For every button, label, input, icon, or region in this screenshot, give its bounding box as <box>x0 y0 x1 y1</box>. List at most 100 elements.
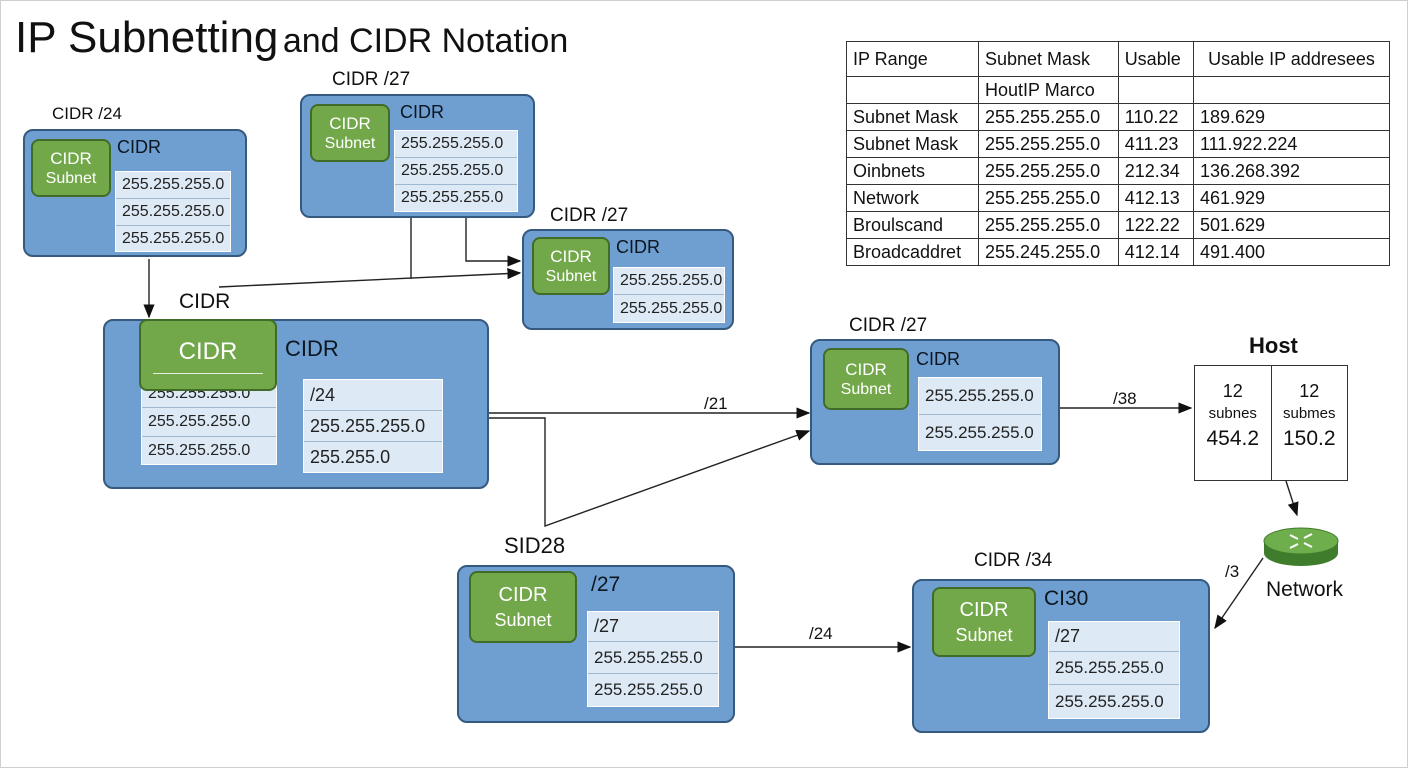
table-row: Subnet Mask 255.255.255.0 411.23 111.922… <box>846 130 1391 158</box>
cidr-subnet-badge: CIDR Subnet <box>31 139 111 197</box>
arrow-center-to-p3 <box>218 267 522 288</box>
label-cidr27-top: CIDR /27 <box>332 69 411 90</box>
host-subnets-label: submes <box>1282 405 1336 422</box>
mask-row: /27 <box>588 612 718 642</box>
table-cell: HoutIP Marco <box>978 76 1119 104</box>
table-cell: Broadcaddret <box>846 238 979 266</box>
table-cell: 136.268.392 <box>1192 157 1391 185</box>
label-network: Network <box>1266 578 1344 601</box>
mask-row: 255.255.255.0 <box>395 158 517 185</box>
subnet-panel-5: CIDR CIDR Subnet 255.255.255.0 255.255.2… <box>810 339 1060 465</box>
arrow-p2-to-p3 <box>465 218 522 267</box>
mask-row: 255.255.255.0 <box>148 442 251 459</box>
badge-cidr: CIDR <box>959 599 1009 621</box>
title-main: IP Subnetting <box>15 13 279 62</box>
mask-row: /27 <box>1049 622 1179 652</box>
table-header-cell: IP Range <box>846 41 979 77</box>
table-cell: 461.929 <box>1192 184 1391 212</box>
host-count: 12 <box>1222 381 1243 401</box>
table-cell: Subnet Mask <box>846 103 979 131</box>
cidr-subnet-badge: CIDR Subnet <box>532 237 610 295</box>
arrow-host-to-router <box>1285 480 1299 517</box>
badge-subnet: Subnet <box>840 380 892 398</box>
table-cell: 255.255.255.0 <box>978 184 1119 212</box>
badge-cidr: CIDR <box>845 359 887 379</box>
mask-row: 255.255.255.0 <box>116 199 230 226</box>
mask-row: 255.255.255.0 <box>304 411 442 442</box>
badge-cidr: CIDR <box>329 113 371 133</box>
mask-list: /27 255.255.255.0 255.255.255.0 <box>1048 621 1180 719</box>
label-cidr27-mid: CIDR /27 <box>550 205 629 226</box>
label-host: Host <box>1249 333 1298 358</box>
table-cell: 412.14 <box>1117 238 1194 266</box>
table-cell: 255.245.255.0 <box>978 238 1119 266</box>
table-cell: 212.34 <box>1117 157 1194 185</box>
table-cell: Subnet Mask <box>846 130 979 158</box>
badge-subnet: Subnet <box>494 610 552 630</box>
badge-cidr: CIDR <box>178 337 238 365</box>
mask-list: 255.255.255.0 255.255.255.0 255.255.255.… <box>115 171 231 252</box>
table-row: Oinbnets 255.255.255.0 212.34 136.268.39… <box>846 157 1391 185</box>
table-row: Broulscand 255.255.255.0 122.22 501.629 <box>846 211 1391 239</box>
subnet-panel-7: CI30 CIDR Subnet /27 255.255.255.0 255.2… <box>912 579 1210 733</box>
table-row: Broadcaddret 255.245.255.0 412.14 491.40… <box>846 238 1391 266</box>
panel-title: /27 <box>591 573 621 596</box>
label-cidr27-right: CIDR /27 <box>849 315 928 336</box>
cidr-subnet-badge: CIDR Subnet <box>469 571 577 643</box>
mask-row: /24 <box>304 380 442 411</box>
table-row: Network 255.255.255.0 412.13 461.929 <box>846 184 1391 212</box>
host-box: 12 subnes 454.2 12 submes 150.2 <box>1194 365 1348 481</box>
table-cell: 255.255.255.0 <box>978 211 1119 239</box>
arrow-label-24: /24 <box>809 624 833 643</box>
table-cell: 122.22 <box>1117 211 1194 239</box>
host-count: 12 <box>1299 381 1320 401</box>
badge-cidr: CIDR <box>498 584 548 606</box>
label-cidr24: CIDR /24 <box>52 104 122 123</box>
ip-range-table: IP Range Subnet Mask Usable Usable IP ad… <box>846 41 1391 266</box>
subnet-panel-1: CIDR CIDR Subnet 255.255.255.0 255.255.2… <box>23 129 247 257</box>
badge-cidr: CIDR <box>50 148 92 168</box>
table-cell: Oinbnets <box>846 157 979 185</box>
table-header-cell: Subnet Mask <box>978 41 1119 77</box>
arrow-router-to-p7 <box>1214 557 1264 630</box>
subnet-panel-3: CIDR CIDR Subnet 255.255.255.0 255.255.2… <box>522 229 734 330</box>
table-cell: 189.629 <box>1192 103 1391 131</box>
badge-subnet: Subnet <box>545 267 597 285</box>
badge-subnet: Subnet <box>955 625 1013 645</box>
table-header-cell: Usable IP addresees <box>1192 41 1391 77</box>
mask-row: 255.255.255.0 <box>142 408 276 437</box>
badge-cidr: CIDR <box>550 246 592 266</box>
table-cell: 411.23 <box>1117 130 1194 158</box>
panel-title: CIDR <box>285 336 339 361</box>
arrow-label-38: /38 <box>1113 389 1137 408</box>
mask-list: /24 255.255.255.0 255.255.0 <box>303 379 443 473</box>
table-cell: Broulscand <box>846 211 979 239</box>
mask-row: 255.255.255.0 <box>122 230 225 247</box>
table-cell: 501.629 <box>1192 211 1391 239</box>
panel-title: CI30 <box>1044 587 1089 610</box>
mask-row: 255.255.255.0 <box>401 189 504 206</box>
title-sub: and CIDR Notation <box>282 22 569 60</box>
badge-divider <box>153 372 263 374</box>
arrow-branch-to-p5 <box>488 417 811 527</box>
mask-row: 255.255.255.0 <box>620 299 723 317</box>
host-subnets-label: subnes <box>1208 405 1257 422</box>
table-cell: Network <box>846 184 979 212</box>
mask-row: 255.255.255.0 <box>1049 652 1179 685</box>
table-header-row: IP Range Subnet Mask Usable Usable IP ad… <box>846 41 1391 77</box>
table-cell: 412.13 <box>1117 184 1194 212</box>
mask-row: 255.255.255.0 <box>1055 691 1164 711</box>
table-cell: 111.922.224 <box>1192 130 1391 158</box>
mask-row: 255.255.255.0 <box>395 131 517 158</box>
table-cell: 255.255.255.0 <box>978 157 1119 185</box>
left-mask-list: 255.255.255.0 255.255.255.0 255.255.255.… <box>141 379 277 465</box>
table-cell: 255.255.255.0 <box>978 103 1119 131</box>
page-title: IP Subnetting and CIDR Notation <box>15 13 568 63</box>
panel-title: CIDR <box>916 349 960 369</box>
mask-row: 255.255.255.0 <box>116 172 230 199</box>
cidr-subnet-badge: CIDR Subnet <box>310 104 390 162</box>
subnet-panel-6: /27 CIDR Subnet /27 255.255.255.0 255.25… <box>457 565 735 723</box>
mask-row: 255.255.255.0 <box>594 680 703 699</box>
